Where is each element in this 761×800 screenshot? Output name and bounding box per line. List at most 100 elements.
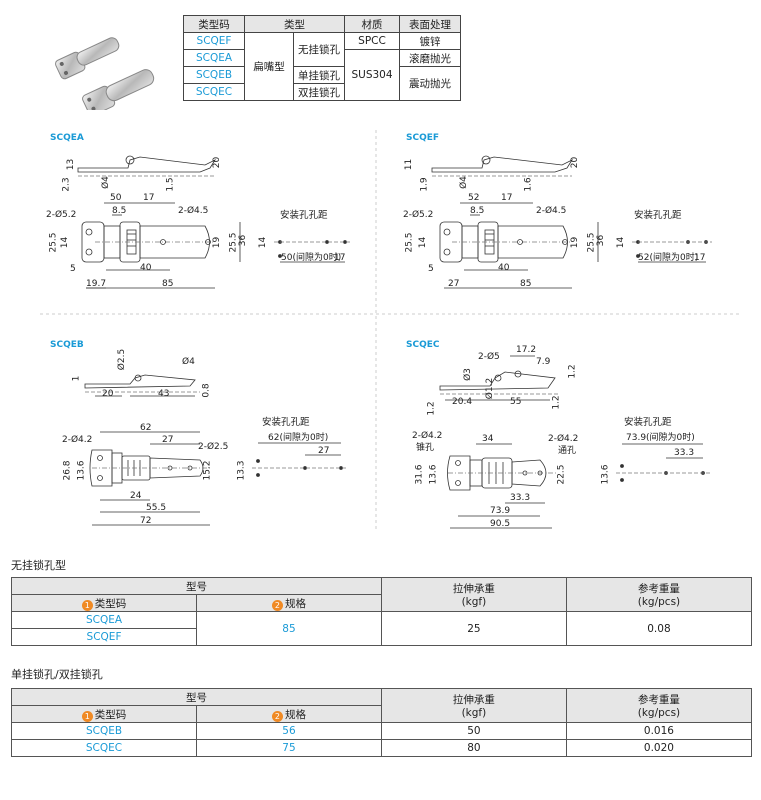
dim-label: 52(间隙为0时) — [638, 253, 699, 263]
type-code-cell: SCQEA — [10, 611, 198, 629]
dim-label: 73.9 — [490, 506, 511, 516]
drawing-code-scqeb: SCQEB — [50, 340, 84, 350]
spec-header-type: 类型 — [244, 15, 345, 33]
dim-label: 17 — [694, 253, 706, 263]
dim-label: 17 — [143, 193, 155, 203]
load-cell: 25 — [380, 611, 567, 646]
load-cell: 50 — [380, 722, 567, 740]
dim-label: 2-Ø5.2 — [46, 210, 77, 220]
spec-header-finish: 表面处理 — [399, 15, 461, 33]
dim-label: 34 — [482, 434, 494, 444]
spec-header-code: 类型码 — [183, 15, 245, 33]
mount-caption: 安装孔孔距 — [624, 417, 672, 428]
dim-label: 锥孔 — [416, 443, 435, 453]
dim-label: 52 — [468, 193, 480, 203]
dim-label: Ø1.2 — [485, 377, 496, 400]
weight-cell: 0.020 — [565, 739, 753, 757]
dim-label: 17.2 — [516, 345, 537, 355]
dim-label: 90.5 — [490, 519, 511, 529]
spec-header-material: 材质 — [344, 15, 400, 33]
dim-label: 1.2 — [426, 401, 437, 416]
weight-cell: 0.08 — [565, 611, 753, 646]
drawing-code-scqea: SCQEA — [50, 133, 84, 143]
dim-label: 19.7 — [86, 279, 107, 289]
weight-header: 参考重量(kg/pcs) — [565, 577, 753, 612]
dim-label: 20.4 — [452, 397, 473, 407]
product-photo — [55, 37, 155, 110]
dim-label: 73.9(间隙为0时) — [626, 433, 695, 443]
drawing-scqea — [77, 155, 350, 289]
size-cell: 85 — [196, 611, 382, 646]
dim-label: 8.5 — [470, 206, 485, 216]
dim-label: 2-Ø4.5 — [178, 206, 209, 216]
dim-label: 27 — [162, 435, 174, 445]
type-code-cell: SCQEB — [10, 722, 198, 740]
mount-caption: 安装孔孔距 — [262, 417, 310, 428]
spec-finish: 滚磨抛光 — [399, 49, 461, 67]
dim-label: 62 — [140, 423, 152, 433]
dim-label: 5 — [428, 264, 434, 274]
drawing-scqef — [431, 155, 712, 289]
type-code-cell: SCQEF — [10, 628, 198, 646]
dim-label: 22.5 — [556, 464, 567, 485]
dim-label: 43 — [158, 389, 170, 399]
dim-label: 2-Ø4.5 — [536, 206, 567, 216]
dim-label: 27 — [318, 446, 330, 456]
dim-label: 20 — [102, 389, 114, 399]
drawing-scqeb — [84, 374, 348, 526]
dim-label: 7.9 — [536, 357, 551, 367]
model-header: 型号 — [11, 688, 382, 706]
dim-label: 55 — [510, 397, 522, 407]
table2-title: 单挂锁孔/双挂锁孔 — [11, 668, 103, 681]
drawing-scqec — [439, 355, 710, 529]
dim-label: 27 — [448, 279, 460, 289]
load-cell: 80 — [380, 739, 567, 757]
spec-hole: 单挂锁孔 — [293, 66, 345, 84]
dim-label: 13.6 — [428, 464, 439, 485]
dim-label: 13.6 — [600, 464, 611, 485]
table-row: SCQEB 56 50 0.016 — [10, 722, 753, 740]
dim-label: 50 — [110, 193, 122, 203]
dim-label: 55.5 — [146, 503, 167, 513]
spec-code: SCQEC — [183, 83, 245, 101]
spec-finish: 震动抛光 — [399, 66, 461, 101]
dim-label: 85 — [520, 279, 532, 289]
dim-label: 24 — [130, 491, 142, 501]
dim-label: 2-Ø5 — [478, 352, 500, 362]
dim-label: 17 — [334, 253, 346, 263]
size-cell: 56 — [196, 722, 382, 740]
spec-code: SCQEA — [183, 49, 245, 67]
dim-label: 2-Ø5.2 — [403, 210, 434, 220]
dim-label: 17 — [501, 193, 513, 203]
dim-label: Ø3 — [462, 368, 473, 381]
mount-caption: 安装孔孔距 — [280, 210, 328, 221]
drawing-dividers — [40, 130, 740, 530]
spec-hole: 无挂锁孔 — [293, 32, 345, 67]
weight-header: 参考重量(kg/pcs) — [565, 688, 753, 723]
dim-label: 2-Ø4.2 — [62, 435, 93, 445]
model-header: 型号 — [11, 577, 382, 595]
dim-label: 40 — [140, 263, 152, 273]
dim-label: 85 — [162, 279, 174, 289]
dim-label: 8.5 — [112, 206, 127, 216]
dim-label: 33.3 — [674, 448, 695, 458]
dim-label: 40 — [498, 263, 510, 273]
dim-label: 1.2 — [567, 364, 578, 379]
type-code-cell: SCQEC — [10, 739, 198, 757]
spec-code: SCQEB — [183, 66, 245, 84]
spec-finish: 镀锌 — [399, 32, 461, 50]
dim-label: 2-Ø4.2 — [548, 434, 579, 444]
drawing-code-scqec: SCQEC — [406, 340, 440, 350]
dim-label: 62(间隙为0时) — [268, 433, 329, 443]
load-header: 拉伸承重(kgf) — [380, 688, 567, 723]
table1-title: 无挂锁孔型 — [11, 559, 66, 572]
dim-label: 50(间隙为0时) — [281, 253, 342, 263]
spec-material: SUS304 — [344, 49, 400, 101]
spec-table: 类型码 类型 材质 表面处理 SCQEF 扁嘴型 无挂锁孔 SPCC 镀锌 SC… — [183, 15, 461, 101]
